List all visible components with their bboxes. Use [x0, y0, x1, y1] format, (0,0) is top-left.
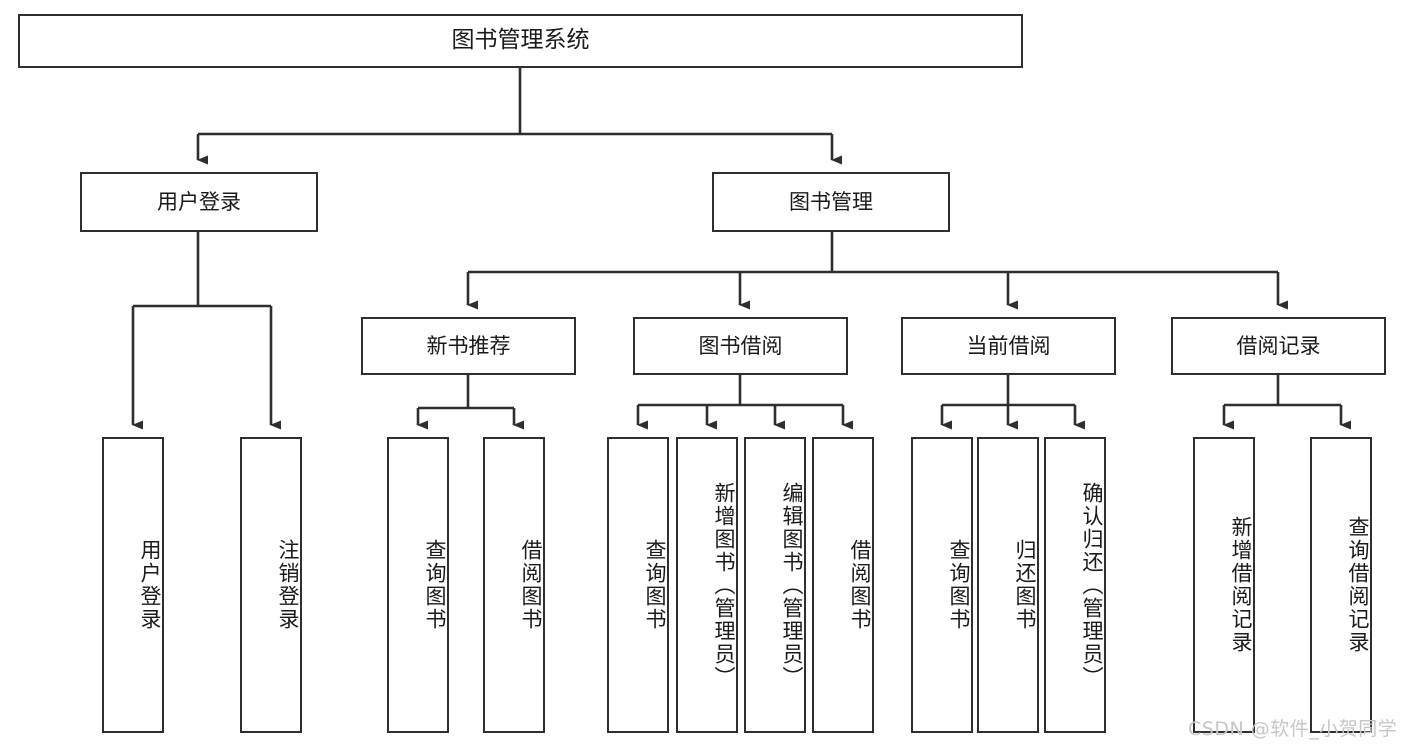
leaf-records-query-borrow-record[interactable]: 查询借阅记录 — [1310, 437, 1372, 733]
node-label: 查询图书 — [423, 539, 447, 631]
node-label: 图书管理系统 — [451, 27, 590, 54]
node-user-login[interactable]: 用户登录 — [80, 172, 318, 232]
leaf-currentborrow-return-books[interactable]: 归还图书 — [977, 437, 1039, 733]
node-root-book-management-system[interactable]: 图书管理系统 — [18, 14, 1023, 68]
node-label: 借阅记录 — [1236, 333, 1321, 358]
node-label: 新增借阅记录 — [1229, 516, 1253, 654]
node-label: 查询图书 — [643, 539, 667, 631]
leaf-newbook-borrow-books[interactable]: 借阅图书 — [483, 437, 545, 733]
leaf-records-add-borrow-record[interactable]: 新增借阅记录 — [1193, 437, 1255, 733]
node-label: 图书管理 — [789, 189, 873, 214]
node-label: 当前借阅 — [966, 333, 1051, 358]
node-label: 归还图书 — [1013, 539, 1037, 631]
node-label: 图书借阅 — [698, 333, 783, 358]
leaf-currentborrow-query-books[interactable]: 查询图书 — [911, 437, 973, 733]
node-label: 查询图书 — [947, 539, 971, 631]
node-label: 新增图书（管理员） — [712, 481, 736, 689]
csdn-watermark: CSDN @软件_小贺同学 — [1188, 718, 1398, 740]
leaf-bookborrow-borrow-books[interactable]: 借阅图书 — [812, 437, 874, 733]
leaf-logout[interactable]: 注销登录 — [240, 437, 302, 733]
node-label: 用户登录 — [157, 189, 241, 214]
node-label: 注销登录 — [276, 539, 300, 631]
leaf-bookborrow-add-book-admin[interactable]: 新增图书（管理员） — [676, 437, 738, 733]
node-label: 借阅图书 — [848, 539, 872, 631]
leaf-newbook-query-books[interactable]: 查询图书 — [387, 437, 449, 733]
node-new-book-recommendation[interactable]: 新书推荐 — [361, 317, 576, 375]
node-label: 借阅图书 — [519, 539, 543, 631]
leaf-currentborrow-confirm-return-admin[interactable]: 确认归还（管理员） — [1044, 437, 1106, 733]
leaf-bookborrow-edit-book-admin[interactable]: 编辑图书（管理员） — [744, 437, 806, 733]
node-borrow-records[interactable]: 借阅记录 — [1171, 317, 1386, 375]
node-label: 用户登录 — [138, 539, 162, 631]
node-current-borrow[interactable]: 当前借阅 — [901, 317, 1116, 375]
node-label: 编辑图书（管理员） — [780, 481, 804, 689]
leaf-user-login[interactable]: 用户登录 — [102, 437, 164, 733]
node-label: 查询借阅记录 — [1346, 516, 1370, 654]
leaf-bookborrow-query-books[interactable]: 查询图书 — [607, 437, 669, 733]
node-book-borrow[interactable]: 图书借阅 — [633, 317, 848, 375]
node-book-management[interactable]: 图书管理 — [712, 172, 950, 232]
node-label: 确认归还（管理员） — [1080, 481, 1104, 689]
node-label: 新书推荐 — [426, 333, 511, 358]
